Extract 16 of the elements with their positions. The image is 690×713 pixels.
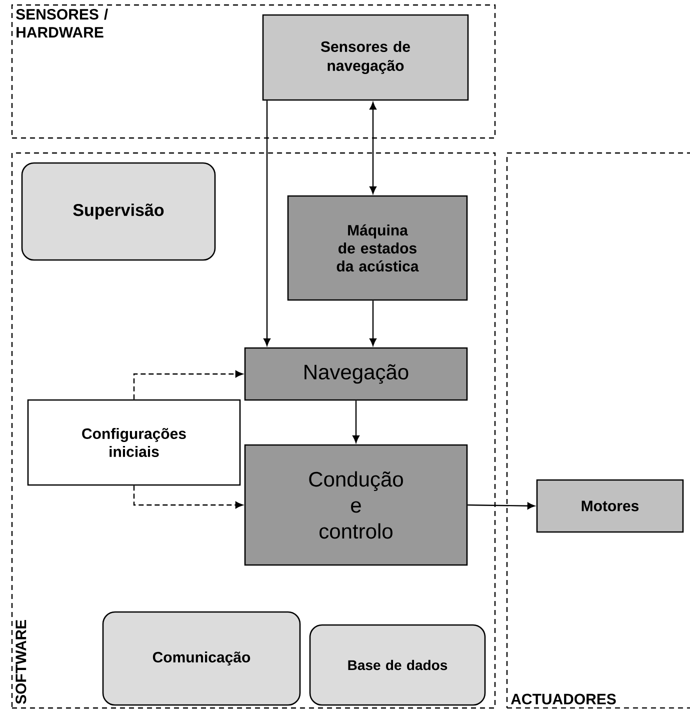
module-box: Supervisão — [21, 162, 216, 261]
arrow — [370, 102, 376, 194]
module-box: Base de dados — [309, 624, 486, 706]
arrow — [133, 486, 243, 508]
process-box: Motores — [536, 479, 684, 533]
arrow — [352, 400, 360, 443]
arrow — [133, 370, 243, 400]
process-box: Máquina de estados da acústica — [287, 195, 468, 301]
arrow — [468, 502, 535, 510]
config-box: Configurações iniciais — [27, 399, 241, 486]
process-box: Navegação — [244, 347, 468, 401]
process-box: Condução e controlo — [244, 444, 468, 566]
module-box: Comunicação — [102, 611, 301, 706]
arrow — [264, 100, 270, 346]
arrow — [370, 300, 376, 346]
process-box: Sensores de navegação — [262, 14, 469, 101]
